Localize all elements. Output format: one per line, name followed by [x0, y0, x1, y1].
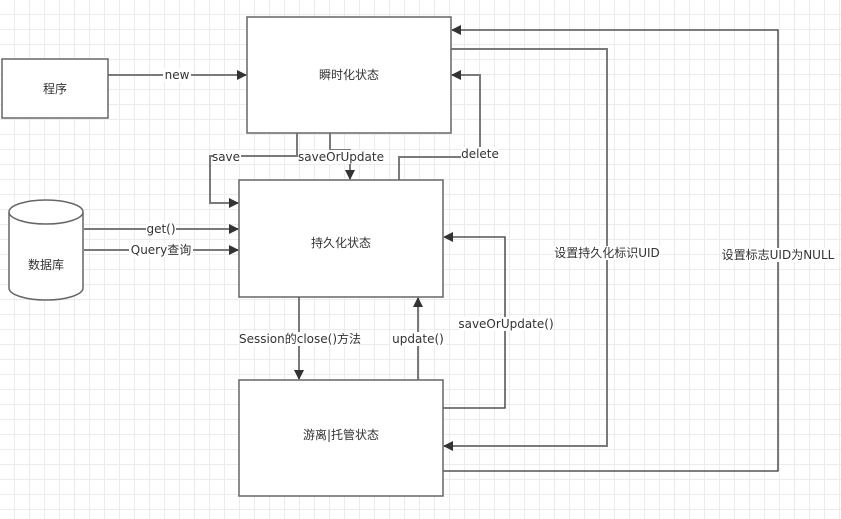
label-set-persist-uid: 设置持久化标识UID	[554, 245, 660, 260]
label-query: Query查询	[131, 243, 191, 257]
node-database-label: 数据库	[28, 257, 64, 272]
label-delete: delete	[461, 147, 499, 161]
label-close: Session的close()方法	[239, 331, 361, 346]
node-persistent: 持久化状态	[238, 179, 444, 298]
node-detached: 游离|托管状态	[238, 379, 444, 497]
node-database: 数据库	[8, 199, 84, 301]
node-program: 程序	[1, 58, 109, 119]
label-saveorupdate: saveOrUpdate	[298, 150, 384, 164]
node-transient: 瞬时化状态	[246, 16, 452, 134]
node-detached-label: 游离|托管状态	[303, 427, 379, 442]
label-set-uid-null: 设置标志UID为NULL	[722, 248, 835, 262]
label-save: save	[212, 150, 240, 164]
edge-save	[209, 133, 298, 208]
node-transient-label: 瞬时化状态	[319, 68, 379, 82]
label-get: get()	[146, 222, 175, 236]
label-new: new	[165, 68, 190, 82]
label-update: update()	[392, 332, 444, 346]
edge-labels: new save saveOrUpdate delete get() Query…	[129, 68, 835, 346]
node-persistent-label: 持久化状态	[311, 235, 371, 250]
label-saveorupdate2: saveOrUpdate()	[458, 317, 553, 331]
node-program-label: 程序	[43, 81, 67, 96]
